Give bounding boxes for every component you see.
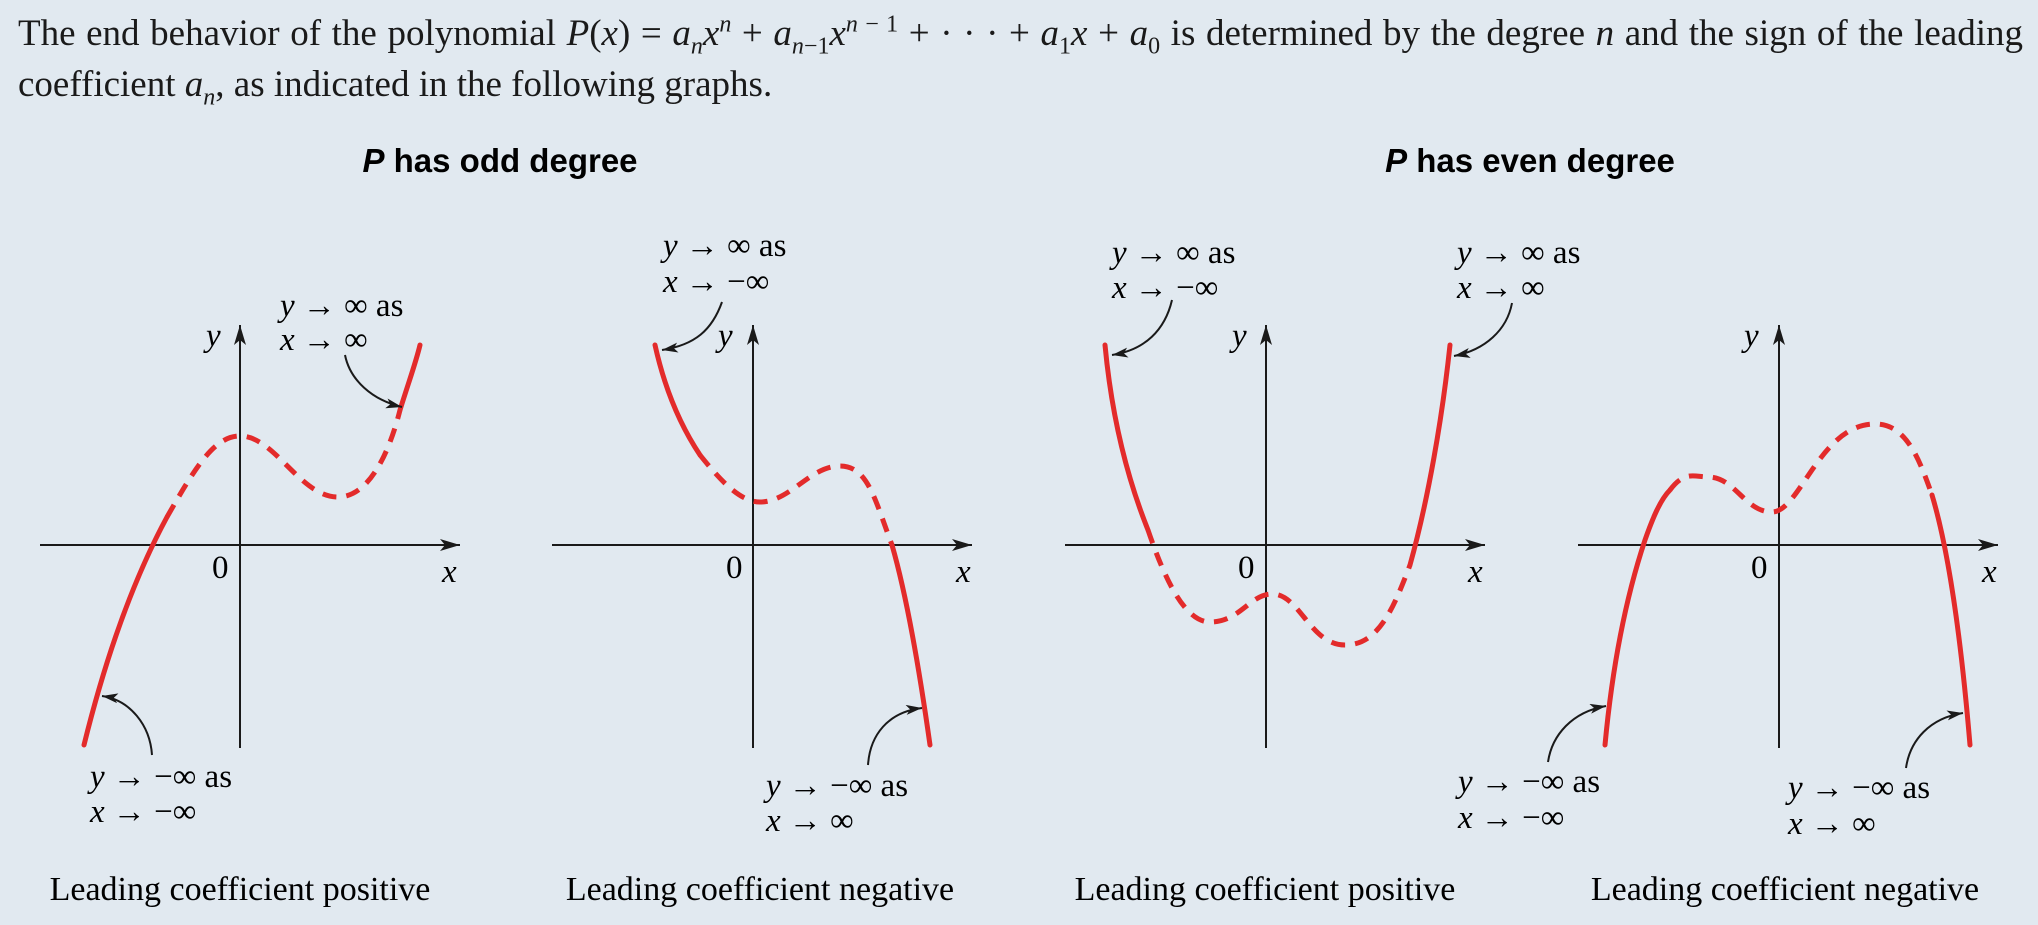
x-axis-label: x <box>955 554 971 590</box>
graph-odd-negative: x y 0 y → ∞ as x → −∞ y → −∞ as x → ∞ Le… <box>552 228 972 908</box>
curve-left-end <box>81 514 170 748</box>
y-axis-label: y <box>715 318 733 354</box>
curve-right-end <box>397 342 423 413</box>
curve-middle <box>164 409 403 519</box>
pointer-arrow-bottom <box>867 704 923 766</box>
curve-middle <box>1145 529 1413 648</box>
caption: Leading coefficient positive <box>1075 871 1456 908</box>
y-axis-label: y <box>1741 318 1759 354</box>
end-note-top-line2: x → ∞ <box>279 322 368 358</box>
pointer-arrow-left <box>1111 299 1173 358</box>
end-note-right-line2: x → ∞ <box>1787 806 1876 842</box>
odd-title-text: has odd degree <box>384 142 637 179</box>
curve-left-end <box>652 342 703 458</box>
odd-degree-title: P has odd degree <box>362 142 637 179</box>
curve-middle <box>1668 421 1935 515</box>
end-note-top-line2: x → −∞ <box>662 264 769 300</box>
origin-label: 0 <box>212 550 229 586</box>
even-title-text: has even degree <box>1407 142 1675 179</box>
end-note-right-line2: x → ∞ <box>1456 270 1545 306</box>
caption: Leading coefficient negative <box>566 871 954 908</box>
origin-label: 0 <box>1238 550 1255 586</box>
intro-text-1: The end behavior of the polynomial <box>18 13 567 54</box>
end-note-left-line2: x → −∞ <box>1111 270 1218 306</box>
end-note-bottom-line2: x → −∞ <box>89 794 196 830</box>
end-note-right-line1: y → ∞ as <box>1454 235 1580 271</box>
curve-left-end <box>1102 342 1151 533</box>
end-note-right-line1: y → −∞ as <box>1785 770 1930 806</box>
origin-label: 0 <box>726 550 743 586</box>
pointer-arrow-top <box>344 354 403 409</box>
curve-left-end <box>1602 487 1673 748</box>
end-note-left-line2: x → −∞ <box>1457 800 1564 836</box>
curve-right-end <box>1407 342 1453 568</box>
intro-text-4: , as indicated in the following graphs. <box>215 64 773 105</box>
end-note-top-line1: y → ∞ as <box>660 228 786 264</box>
end-note-bottom-line1: y → −∞ as <box>87 759 232 795</box>
caption: Leading coefficient positive <box>50 871 431 908</box>
end-note-bottom-line1: y → −∞ as <box>763 768 908 804</box>
polynomial-formula: P(x) = anxn + an−1xn − 1 + · · · + a1x +… <box>566 11 1161 60</box>
end-note-top-line1: y → ∞ as <box>277 288 403 324</box>
even-degree-title: P has even degree <box>1385 142 1675 179</box>
even-title-variable: P <box>1385 142 1408 179</box>
curve-middle <box>698 453 895 546</box>
pointer-arrow-bottom <box>101 693 153 756</box>
end-note-left-line1: y → ∞ as <box>1109 235 1235 271</box>
curve-right-end <box>889 542 933 748</box>
x-axis-label: x <box>1467 554 1483 590</box>
end-note-left-line1: y → −∞ as <box>1455 764 1600 800</box>
caption: Leading coefficient negative <box>1591 871 1979 908</box>
x-axis-label: x <box>441 554 457 590</box>
intro-text-2: is determined by the degree <box>1160 13 1596 54</box>
leading-coefficient-symbol: an <box>184 64 216 111</box>
end-note-bottom-line2: x → ∞ <box>765 803 854 839</box>
x-axis-label: x <box>1981 554 1997 590</box>
pointer-arrow-right <box>1453 302 1513 358</box>
origin-label: 0 <box>1751 550 1768 586</box>
graph-even-negative: x y 0 y → −∞ as x → −∞ y → −∞ as x → ∞ L… <box>1455 318 1998 908</box>
intro-text-3: and the sign of the leading coefficient <box>18 13 2023 105</box>
y-axis-label: y <box>1229 318 1247 354</box>
pointer-arrow-top <box>661 301 723 353</box>
intro-paragraph: The end behavior of the polynomial P(x) … <box>18 8 2023 110</box>
y-axis-label: y <box>203 318 221 354</box>
pointer-arrow-left <box>1547 703 1607 763</box>
curve-right-end <box>1929 492 1973 748</box>
odd-title-variable: P <box>362 142 385 179</box>
graph-even-positive: x y 0 y → ∞ as x → −∞ y → ∞ as x → ∞ Lea… <box>1065 235 1580 908</box>
pointer-arrow-right <box>1905 710 1964 769</box>
graph-odd-positive: x y 0 y → ∞ as x → ∞ y → −∞ as x → −∞ Le… <box>40 288 460 908</box>
degree-symbol: n <box>1595 13 1615 54</box>
